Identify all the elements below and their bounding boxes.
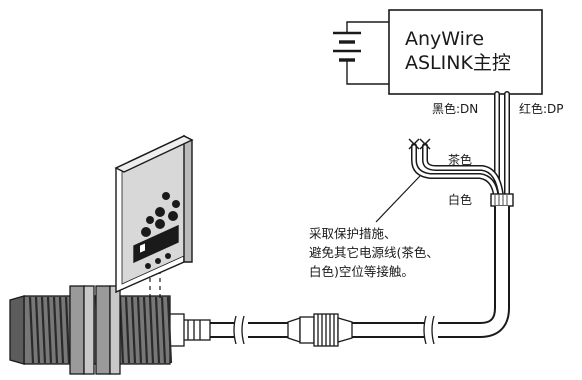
wire-label-white: 白色 (448, 193, 473, 207)
wire-label-black: 黑色:DN (432, 102, 479, 116)
sensor-thread (160, 296, 167, 364)
cable-break-marks (233, 315, 438, 345)
spare-wires (411, 143, 504, 199)
setting-device (114, 134, 194, 294)
caution-note-line3: 白色)空位等接触。 (309, 264, 414, 279)
cable-connector (287, 313, 353, 347)
sensor-thread (40, 296, 47, 364)
power-supply-icon (333, 21, 389, 85)
sensor-thread (136, 296, 143, 364)
master-unit-box (388, 9, 543, 95)
sensor-thread (130, 296, 137, 364)
attach-lines (149, 262, 161, 300)
sensor-thread (154, 296, 161, 364)
sensor-thread (46, 296, 53, 364)
sensor-thread (148, 296, 155, 364)
sensor-thread (28, 296, 35, 364)
caution-note-line2: 避免其它电源线(茶色、 (309, 245, 439, 260)
main-cable (208, 206, 510, 338)
proximity-sensor (9, 285, 211, 375)
sensor-thread (124, 296, 131, 364)
sensor-thread (58, 296, 65, 364)
master-unit-label-line2: ASLINK主控 (405, 52, 511, 74)
insulated-end-mark (408, 138, 431, 150)
sensor-thread (52, 296, 59, 364)
sensor-thread (142, 296, 149, 364)
sensor-thread (34, 296, 41, 364)
caution-note-line1: 采取保护措施、 (309, 226, 397, 241)
wire-label-red: 红色:DP (519, 102, 564, 116)
wire-label-brown: 茶色 (448, 153, 473, 167)
cable-sheath-end (490, 193, 514, 207)
master-unit-label-line1: AnyWire (405, 28, 485, 50)
note-leader-line (375, 175, 421, 223)
sensor-thread (166, 296, 173, 364)
sensor-thread (64, 296, 71, 364)
